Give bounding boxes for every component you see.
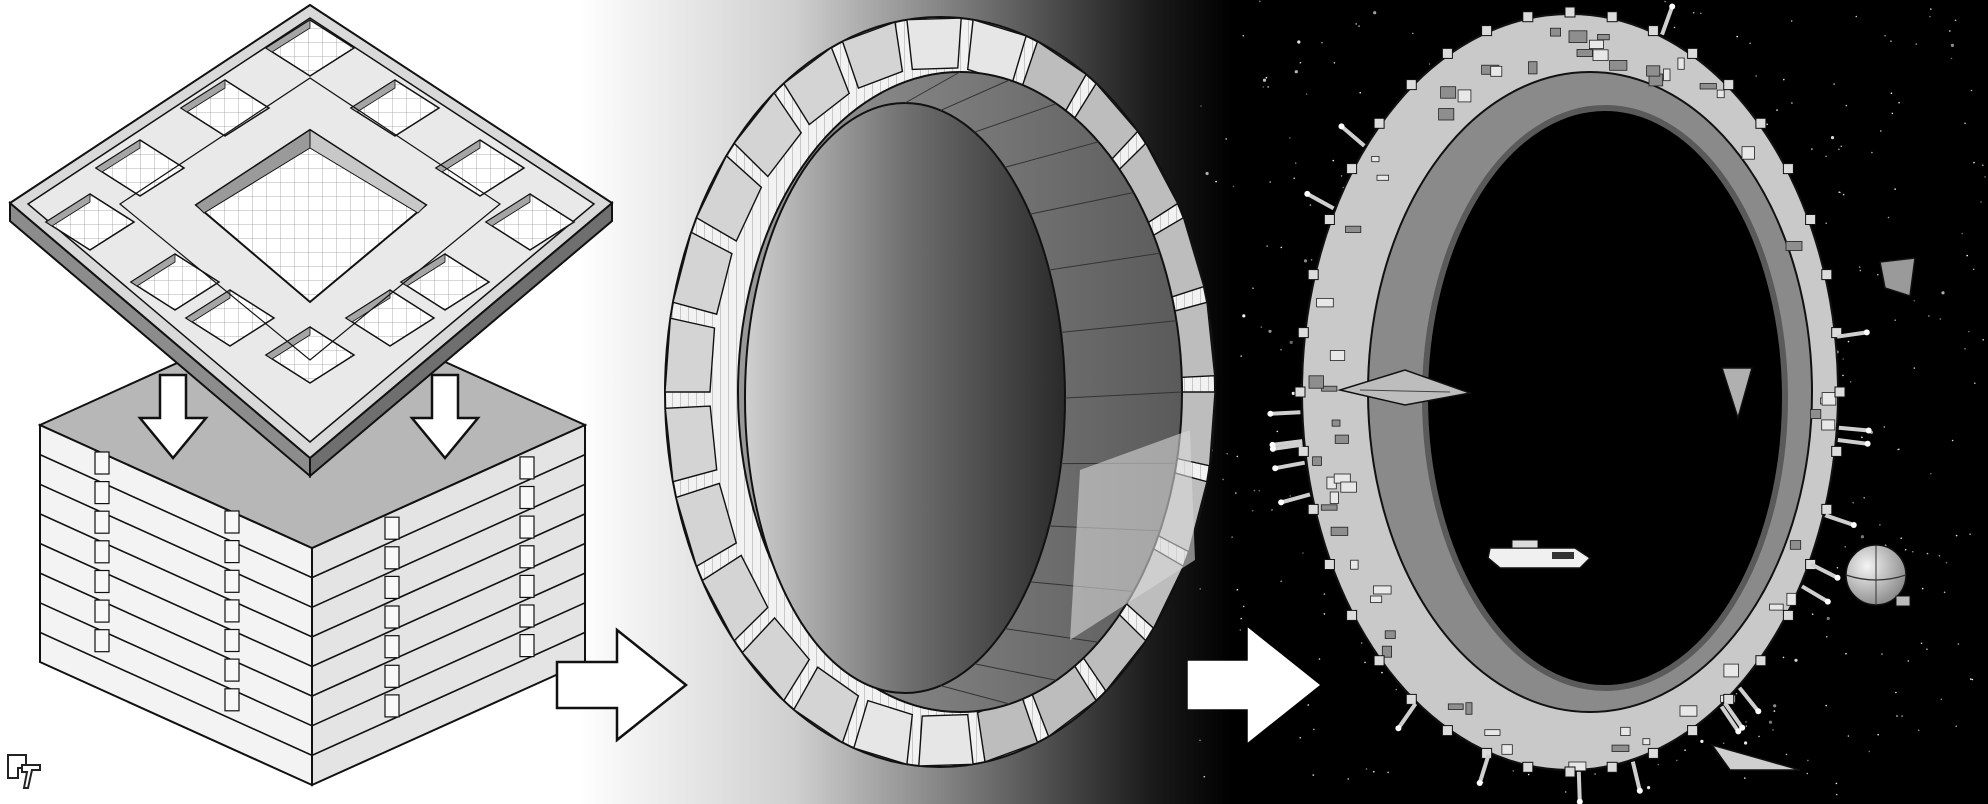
ring-frame-stage — [665, 17, 1215, 767]
